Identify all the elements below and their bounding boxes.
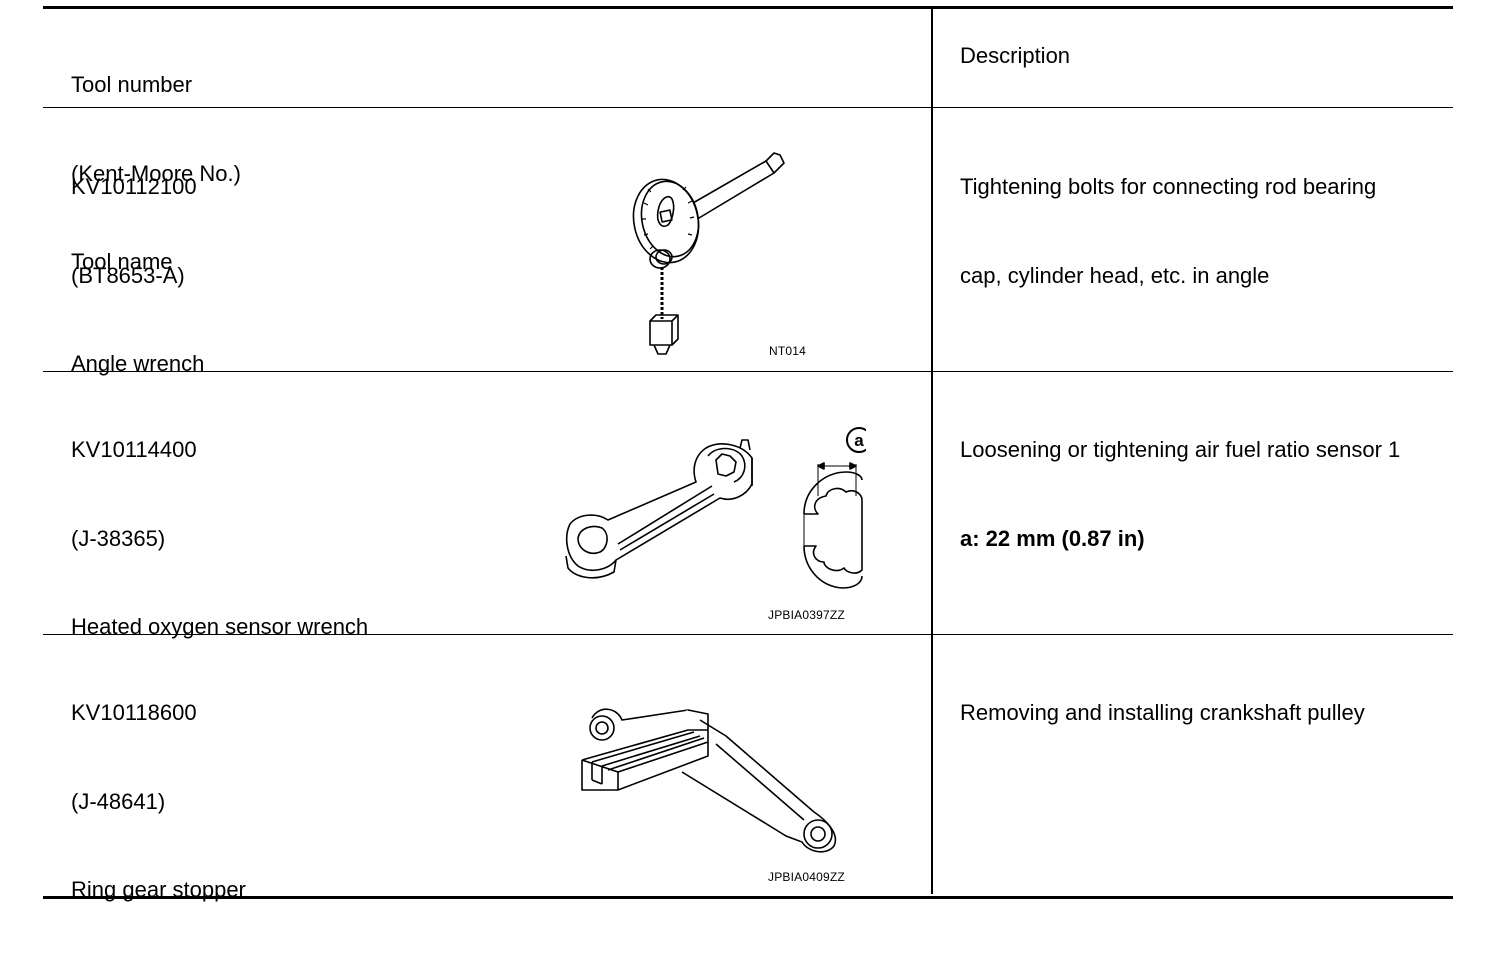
tool-info: KV10114400 (J-38365) Heated oxygen senso… [71,376,368,701]
header-tool-name: Tool name [71,249,173,274]
description-line: Removing and installing crankshaft pulle… [960,700,1365,725]
special-tools-table: Tool number (Kent-Moore No.) Tool name D… [43,6,1453,902]
tool-number: KV10114400 [71,437,197,462]
header-description: Description [960,43,1071,68]
table-bottom-rule [43,896,1453,899]
header-bottom-rule [43,107,1453,108]
description: Loosening or tightening air fuel ratio s… [960,376,1400,612]
column-divider [931,6,933,894]
tool-number: KV10118600 [71,700,197,725]
description-line: Loosening or tightening air fuel ratio s… [960,437,1401,462]
callout-label: a [854,431,864,450]
description-line: cap, cylinder head, etc. in angle [960,262,1270,288]
tool-name: Heated oxygen sensor wrench [71,614,369,639]
angle-wrench-illustration [632,152,785,355]
tool-info: KV10118600 (J-48641) Ring gear stopper [71,639,246,964]
description-line: Tightening bolts for connecting rod bear… [960,174,1377,199]
tool-name: Angle wrench [71,351,205,376]
header-kent-moore: (Kent-Moore No.) [71,160,241,186]
table-top-rule [43,6,1453,9]
row-divider [43,634,1453,635]
tool-number: KV10112100 [71,174,197,199]
row-divider [43,371,1453,372]
kent-moore-number: (J-48641) [71,788,166,814]
figure-code: NT014 [769,344,807,358]
tool-name: Ring gear stopper [71,877,246,902]
figure-code: JPBIA0409ZZ [768,870,845,884]
tool-info: KV10112100 (BT8653-A) Angle wrench [71,113,204,438]
ring-gear-stopper-illustration [581,708,837,853]
oxygen-sensor-wrench-illustration: a [565,427,866,589]
description: Tightening bolts for connecting rod bear… [960,113,1376,349]
kent-moore-number: (J-38365) [71,525,166,551]
figure-code: JPBIA0397ZZ [768,608,845,622]
header-tool-number: Tool number [71,72,193,97]
kent-moore-number: (BT8653-A) [71,262,185,288]
header-tool-column: Tool number (Kent-Moore No.) Tool name [71,11,241,336]
spec-value: a: 22 mm (0.87 in) [960,525,1145,551]
description: Removing and installing crankshaft pulle… [960,639,1365,787]
